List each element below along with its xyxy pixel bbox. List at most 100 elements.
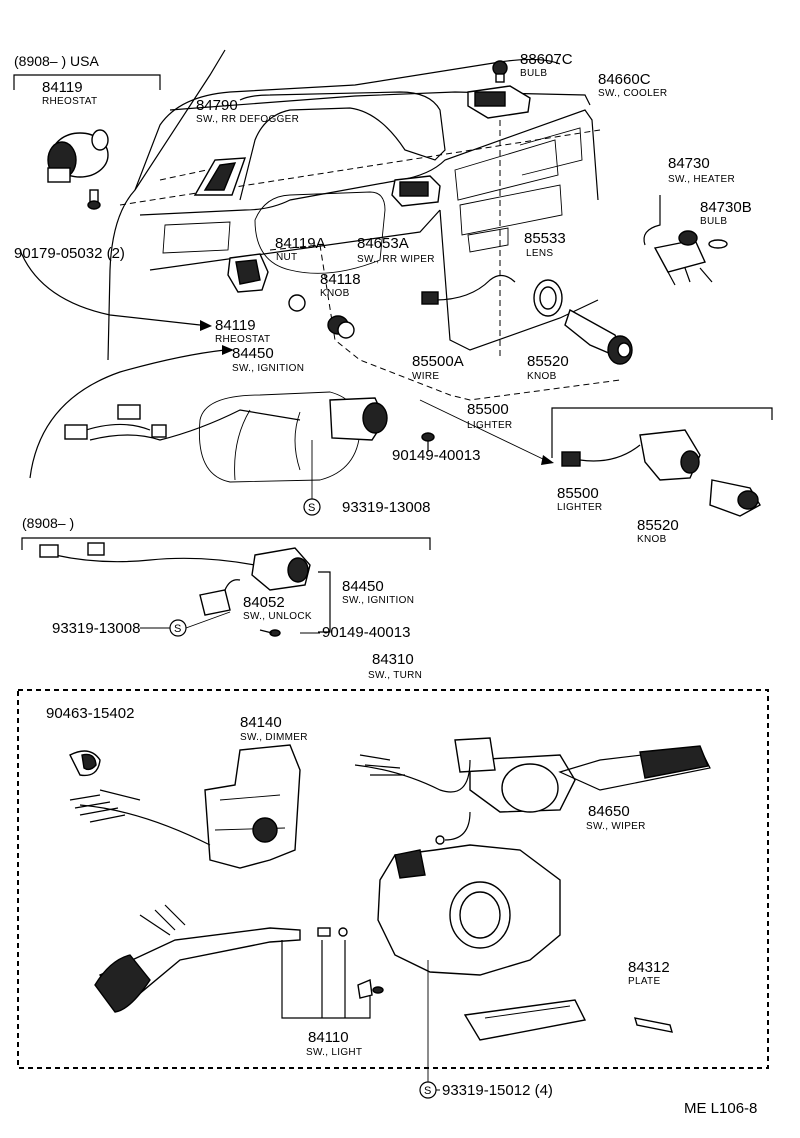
clip-drawing: [69, 750, 101, 777]
part-description: SW., UNLOCK: [243, 611, 312, 622]
part-description: BULB: [700, 216, 727, 227]
knob-drawing: [327, 315, 355, 339]
stamp-s-label: S: [424, 1085, 431, 1097]
part-description: WIRE: [412, 371, 439, 382]
arrow-head-icon: [222, 345, 234, 355]
part-number-88607c: 88607C: [520, 51, 573, 68]
part-description: SW., IGNITION: [342, 595, 414, 606]
rheostat-drawing: [47, 129, 109, 210]
group-bracket-8908: [21, 537, 431, 550]
screw-drawing: [421, 432, 435, 452]
turn-switch-body-drawing: [377, 844, 561, 976]
part-description: SW., DIMMER: [240, 732, 308, 743]
part-number-84730: 84730: [668, 155, 710, 172]
dimmer-switch-drawing: [69, 744, 301, 869]
part-number-84118: 84118: [320, 271, 361, 288]
part-description: LIGHTER: [467, 420, 512, 431]
leader-arrow-rheostat: [19, 249, 201, 326]
wiper-switch-drawing: [354, 737, 711, 845]
ignition-bracket: [318, 571, 331, 633]
part-number-85500a: 85500A: [412, 353, 464, 370]
fastener-90149-b: 90149-40013: [322, 624, 410, 641]
fastener-93319-a: 93319-13008: [342, 499, 430, 516]
part-number-84312: 84312: [628, 959, 670, 976]
group-bracket-usa: [13, 74, 161, 90]
rr-wiper-switch-drawing: [391, 175, 441, 207]
plate-drawing: [463, 999, 673, 1041]
arrow-head-icon: [200, 320, 212, 331]
part-description: RHEOSTAT: [42, 96, 97, 107]
bulb-drawing: [492, 60, 508, 83]
part-number-84119: 84119: [215, 317, 256, 334]
part-description: SW., WIPER: [586, 821, 646, 832]
part-number-85520: 85520: [527, 353, 569, 370]
rheostat-dash-drawing: [227, 253, 269, 293]
defogger-switch-drawing: [193, 157, 247, 196]
part-description: LENS: [526, 248, 553, 259]
part-number-85500: 85500: [467, 401, 509, 418]
leader-arrow-ignition: [29, 349, 226, 479]
lighter-wire-drawing: [421, 274, 516, 305]
leader-lines: [140, 627, 440, 1091]
part-number-84140: 84140: [240, 714, 282, 731]
part-number-84650: 84650: [588, 803, 630, 820]
part-number-84052: 84052: [243, 594, 285, 611]
part-description: KNOB: [320, 288, 350, 299]
nut-drawing: [288, 294, 306, 312]
group-header-8908: (8908– ): [22, 515, 74, 531]
part-description: SW., LIGHT: [306, 1047, 362, 1058]
part-description: PLATE: [628, 976, 660, 987]
part-description: SW., TURN: [368, 670, 422, 681]
part-number-84450: 84450: [342, 578, 384, 595]
screw-drawing: [259, 629, 281, 637]
part-number-84653a: 84653A: [357, 235, 409, 252]
fastener-90149-a: 90149-40013: [392, 447, 480, 464]
arrow-head-icon: [541, 455, 554, 465]
part-number-84790: 84790: [196, 97, 238, 114]
leader-line: [419, 399, 546, 461]
cooler-switch-drawing: [467, 85, 531, 119]
part-number-84660c: 84660C: [598, 71, 651, 88]
part-number-85520: 85520: [637, 517, 679, 534]
stamp-s-label: S: [174, 623, 181, 635]
fastener-93319-b: 93319-13008: [52, 620, 140, 637]
ignition-switch-drawing: [64, 391, 388, 483]
part-number-84110: 84110: [308, 1029, 349, 1046]
part-description: KNOB: [527, 371, 557, 382]
light-switch-bracket: [281, 940, 371, 1019]
fastener-90179: 90179-05032 (2): [14, 245, 125, 262]
lens-drawing: [533, 279, 563, 317]
part-number-84730b: 84730B: [700, 199, 752, 216]
fastener-93319-c: 93319-15012 (4): [442, 1082, 553, 1099]
ignition-switch-8908-drawing: [39, 542, 311, 616]
part-description: KNOB: [637, 534, 667, 545]
leader-line: [185, 611, 231, 629]
part-description: SW., RR WIPER: [357, 254, 435, 265]
lighter-bracket: [551, 407, 773, 458]
part-description: SW., IGNITION: [232, 363, 304, 374]
part-description: RHEOSTAT: [215, 334, 270, 345]
part-description: SW., COOLER: [598, 88, 667, 99]
part-number-85533: 85533: [524, 230, 566, 247]
part-number-84119: 84119: [42, 79, 83, 96]
lighter-assembly-drawing: [561, 429, 761, 517]
part-description: LIGHTER: [557, 502, 602, 513]
fastener-90463: 90463-15402: [46, 705, 134, 722]
group-header-usa: (8908– ) USA: [14, 53, 99, 69]
light-switch-drawing: [94, 904, 384, 1013]
part-description: NUT: [276, 252, 297, 263]
part-number-84310: 84310: [372, 651, 414, 668]
part-number-84119a: 84119A: [275, 235, 326, 252]
part-number-85500: 85500: [557, 485, 599, 502]
footer-code: ME L106-8: [684, 1100, 757, 1117]
heater-switch-drawing: [643, 195, 728, 286]
part-description: SW., RR DEFOGGER: [196, 114, 299, 125]
lighter-knob-drawing: [564, 308, 633, 365]
instrument-panel-drawing: [107, 49, 621, 401]
part-description: SW., HEATER: [668, 174, 735, 185]
part-number-84450: 84450: [232, 345, 274, 362]
turn-switch-box: [17, 689, 769, 1069]
